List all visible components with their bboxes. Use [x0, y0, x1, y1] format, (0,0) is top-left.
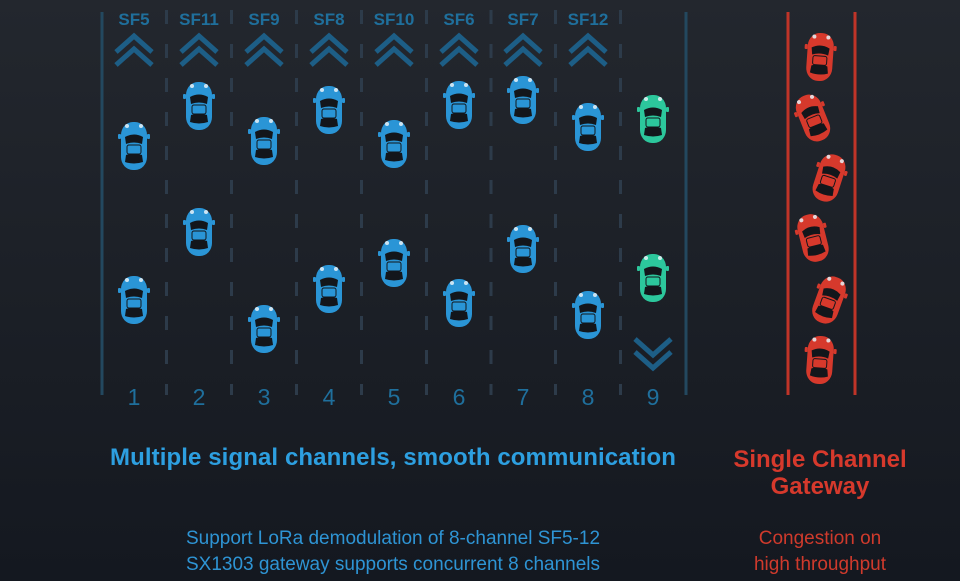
single-channel-headline: Single Channel Gateway [700, 446, 940, 500]
single-channel-description: Congestion on high throughput [700, 526, 940, 578]
lane-number: 5 [388, 384, 401, 410]
multi-channel-description: Support LoRa demodulation of 8-channel S… [40, 526, 746, 578]
double-chevron-up-icon [114, 32, 154, 67]
double-chevron-up-icon [568, 32, 608, 67]
lane-sf-label: SF7 [507, 10, 538, 29]
lane-sf-label: SF5 [118, 10, 149, 29]
single-description-line-1: Congestion on [758, 528, 882, 549]
single-description-line-2: high throughput [753, 554, 887, 575]
lane-number: 2 [193, 384, 206, 410]
multi-lane-cars [117, 75, 670, 354]
car-icon [377, 119, 411, 169]
car-icon [801, 31, 839, 83]
description-line-2: SX1303 gateway supports concurrent 8 cha… [185, 554, 601, 575]
car-icon [182, 207, 216, 257]
car-icon [442, 278, 476, 328]
lane-number: 7 [517, 384, 530, 410]
double-chevron-up-icon [439, 32, 479, 67]
car-icon [247, 116, 281, 166]
car-icon [636, 94, 670, 144]
double-chevron-up-icon [309, 32, 349, 67]
car-icon [571, 290, 605, 340]
car-icon [247, 304, 281, 354]
lane-dividers [165, 10, 622, 395]
car-icon [442, 80, 476, 130]
car-icon [791, 210, 835, 266]
car-icon [117, 121, 151, 171]
car-icon [117, 275, 151, 325]
lane-number: 8 [582, 384, 595, 410]
multi-channel-headline: Multiple signal channels, smooth communi… [110, 444, 676, 471]
car-icon [506, 224, 540, 274]
car-icon [312, 85, 346, 135]
lane-sf-label: SF6 [443, 10, 474, 29]
car-icon [312, 264, 346, 314]
lane-sf-label: SF8 [313, 10, 344, 29]
lane-number: 9 [647, 384, 660, 410]
double-chevron-up-icon [179, 32, 219, 67]
double-chevron-down-icon [633, 337, 673, 372]
double-chevron-up-icon [503, 32, 543, 67]
lane-number: 1 [128, 384, 141, 410]
direction-arrows [114, 32, 673, 372]
car-icon [377, 238, 411, 288]
lane-sf-label: SF12 [568, 10, 609, 29]
lane-number: 6 [453, 384, 466, 410]
lane-sf-label: SF11 [179, 10, 219, 29]
single-headline-line-1: Single Channel [733, 446, 907, 473]
car-icon [571, 102, 605, 152]
lane-number: 4 [323, 384, 336, 410]
car-icon [182, 81, 216, 131]
lane-number: 3 [258, 384, 271, 410]
single-headline-line-2: Gateway [770, 473, 870, 500]
double-chevron-up-icon [374, 32, 414, 67]
car-icon [801, 334, 839, 386]
lane-labels: SF5 1 SF11 2 SF9 3 SF8 4 SF10 5 SF6 6 SF7 7 SF12 8 9 [118, 10, 659, 410]
car-icon [636, 253, 670, 303]
car-icon [788, 89, 838, 147]
double-chevron-up-icon [244, 32, 284, 67]
description-line-1: Support LoRa demodulation of 8-channel S… [185, 528, 601, 549]
car-icon [506, 75, 540, 125]
lane-sf-label: SF10 [374, 10, 415, 29]
car-icon [805, 271, 853, 329]
lane-sf-label: SF9 [248, 10, 279, 29]
single-lane-cars [788, 31, 853, 386]
car-icon [805, 149, 853, 207]
